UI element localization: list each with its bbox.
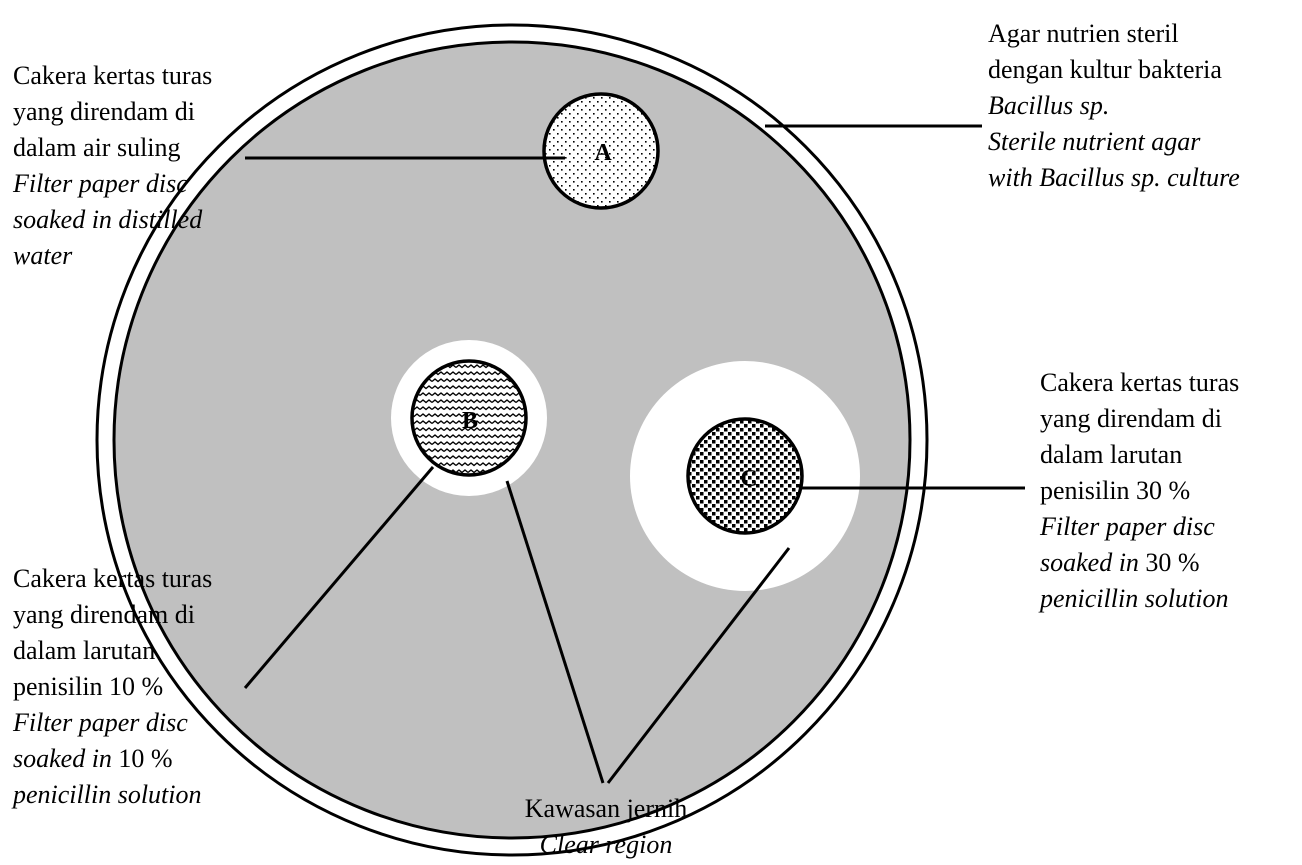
label-disc-a-line5: soaked in distilled (13, 205, 203, 234)
label-disc-b-line6-plain: 10 % (112, 744, 173, 773)
label-disc-c-line2: yang direndam di (1040, 404, 1222, 433)
label-disc-c-line6-plain: 30 % (1139, 548, 1200, 577)
label-clear-region-line1: Kawasan jernih (525, 794, 687, 823)
disc-b-letter: B (462, 408, 478, 434)
label-disc-b-line7: penicillin solution (11, 780, 202, 809)
label-agar-line2: dengan kultur bakteria (988, 55, 1222, 84)
disc-c-letter: C (740, 466, 757, 492)
label-disc-c-line6-italic: soaked in (1040, 548, 1139, 577)
label-agar: Agar nutrien steril dengan kultur bakter… (988, 19, 1240, 192)
label-disc-a-line6: water (13, 241, 73, 270)
label-disc-c-line4: penisilin 30 % (1040, 476, 1190, 505)
label-disc-b-line6: soaked in 10 % (13, 744, 173, 773)
disc-a-letter: A (594, 140, 612, 166)
label-disc-b-line2: yang direndam di (13, 600, 195, 629)
label-disc-b-line4: penisilin 10 % (13, 672, 163, 701)
label-disc-c-line5: Filter paper disc (1039, 512, 1215, 541)
label-disc-c-line7: penicillin solution (1038, 584, 1229, 613)
label-disc-c-line1: Cakera kertas turas (1040, 368, 1239, 397)
label-clear-region-line2: Clear region (540, 830, 673, 859)
label-disc-a-line4: Filter paper disc (12, 169, 188, 198)
label-disc-b-line6-italic: soaked in (13, 744, 112, 773)
label-disc-a-line1: Cakera kertas turas (13, 61, 212, 90)
disc-a: A (544, 94, 658, 208)
disc-c: C (688, 419, 802, 533)
label-disc-c-line3: dalam larutan (1040, 440, 1182, 469)
label-disc-a-line2: yang direndam di (13, 97, 195, 126)
label-agar-line1: Agar nutrien steril (988, 19, 1179, 48)
label-disc-c-line6: soaked in 30 % (1040, 548, 1200, 577)
label-disc-c: Cakera kertas turas yang direndam di dal… (1038, 368, 1239, 613)
label-disc-b-line3: dalam larutan (13, 636, 155, 665)
disc-b: B (412, 361, 526, 475)
label-agar-line3: Bacillus sp. (988, 91, 1109, 120)
label-disc-b-line5: Filter paper disc (12, 708, 188, 737)
label-disc-a-line3: dalam air suling (13, 133, 181, 162)
label-disc-b-line1: Cakera kertas turas (13, 564, 212, 593)
label-agar-line5: with Bacillus sp. culture (988, 163, 1240, 192)
label-agar-line4: Sterile nutrient agar (988, 127, 1201, 156)
